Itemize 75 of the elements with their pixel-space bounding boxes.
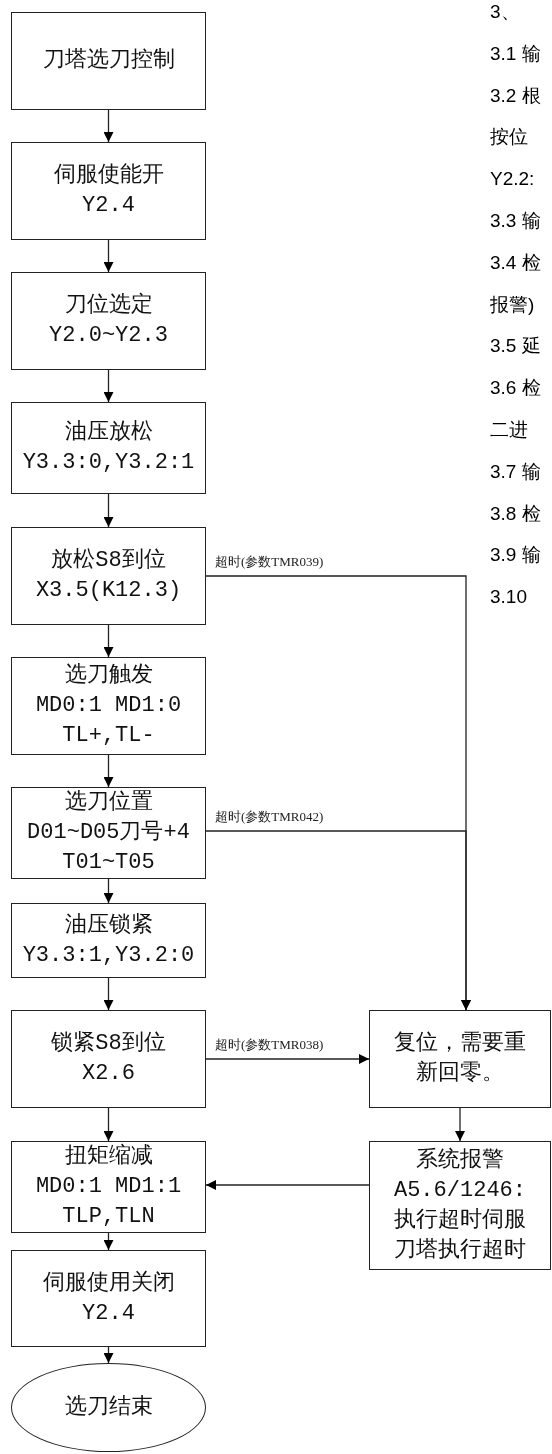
note-text: Y2.2: — [490, 167, 535, 192]
arrow — [103, 1346, 114, 1364]
step-text: 锁紧S8到位 — [51, 1030, 166, 1058]
step-text: 选刀结束 — [64, 1393, 153, 1422]
step-text: 刀位选定 — [64, 291, 153, 320]
step-text: TL+,TL- — [62, 722, 155, 750]
arrow — [103, 493, 114, 528]
arrow — [103, 1107, 114, 1142]
step-text: A5.6/1246: — [392, 1176, 527, 1205]
process-box — [11, 12, 206, 110]
step-text: MD0:1 MD1:0 — [35, 692, 182, 720]
note-text: 报警) — [490, 292, 535, 317]
process-box — [11, 1141, 206, 1233]
step-text: TLP,TLN — [62, 1203, 155, 1231]
step-text: 执行超时伺服刀塔执行超时 — [393, 1206, 527, 1265]
arrow — [103, 977, 114, 1011]
step-text: Y3.3:0,Y3.2:1 — [22, 449, 195, 477]
step-text: 复位，需要重新回零。 — [393, 1030, 527, 1088]
note-text: 3.4 检 — [490, 250, 541, 275]
note-text: 按位 — [490, 125, 528, 150]
step-text: Y3.3:1,Y3.2:0 — [22, 941, 195, 970]
note-text: 3.9 输 — [490, 543, 541, 568]
note-text: 3.1 输 — [490, 41, 541, 66]
arrow — [103, 878, 114, 904]
step-text: Y2.4 — [82, 192, 135, 220]
process-box — [11, 787, 206, 879]
note-text: 3.8 检 — [490, 501, 541, 526]
note-text: 3.7 输 — [490, 459, 541, 484]
note-text: 3.3 输 — [490, 209, 541, 233]
process-box — [369, 1141, 551, 1270]
step-text: 选刀触发 — [64, 662, 153, 690]
step-text: 油压锁紧 — [64, 911, 153, 940]
step-text: 刀塔选刀控制 — [42, 47, 175, 75]
step-text: 伺服使用关闭 — [42, 1269, 175, 1298]
process-box — [11, 142, 206, 240]
note-text: 二进 — [490, 418, 528, 442]
step-text: 扭矩缩减 — [64, 1142, 153, 1171]
step-text: X2.6 — [82, 1060, 135, 1088]
step-text: 油压放松 — [64, 419, 153, 447]
arrow — [205, 1054, 370, 1064]
arrow — [205, 1180, 370, 1190]
edge-label: 超时(参数TMR042) — [214, 809, 325, 824]
step-text: X3.5(K12.3) — [35, 577, 182, 605]
note-text: 3.5 延 — [490, 334, 541, 359]
process-box — [369, 1010, 551, 1108]
arrow — [103, 369, 114, 403]
step-text: 选刀位置 — [64, 789, 153, 817]
arrow — [103, 624, 114, 658]
step-text: D01~D05刀号+4 — [27, 819, 190, 847]
note-text: 3.10 — [490, 585, 527, 610]
process-box — [11, 657, 206, 755]
process-box — [11, 402, 206, 494]
process-box — [11, 527, 206, 625]
arrow — [205, 830, 471, 1011]
edge-label: 超时(参数TMR038) — [214, 1037, 325, 1052]
step-text: T01~T05 — [62, 849, 155, 877]
step-text: 系统报警 — [415, 1146, 505, 1175]
note-text: 3、 — [490, 0, 520, 24]
arrow — [103, 239, 114, 273]
step-text: 伺服使能开 — [53, 162, 164, 190]
step-text: 放松S8到位 — [51, 547, 166, 575]
edge-label: 超时(参数TMR039) — [214, 554, 325, 569]
arrow — [103, 754, 114, 788]
process-box — [11, 272, 206, 370]
step-text: Y2.4 — [82, 1299, 135, 1328]
process-box — [11, 903, 206, 978]
process-box — [11, 1250, 206, 1347]
step-text: MD0:1 MD1:1 — [35, 1173, 182, 1201]
note-text: 3.6 检 — [490, 376, 541, 401]
process-box — [11, 1010, 206, 1108]
step-text: Y2.0~Y2.3 — [49, 322, 168, 350]
arrow — [103, 1232, 114, 1251]
arrow — [455, 1107, 465, 1142]
note-text: 3.2 根 — [490, 83, 541, 108]
arrow — [103, 109, 114, 143]
